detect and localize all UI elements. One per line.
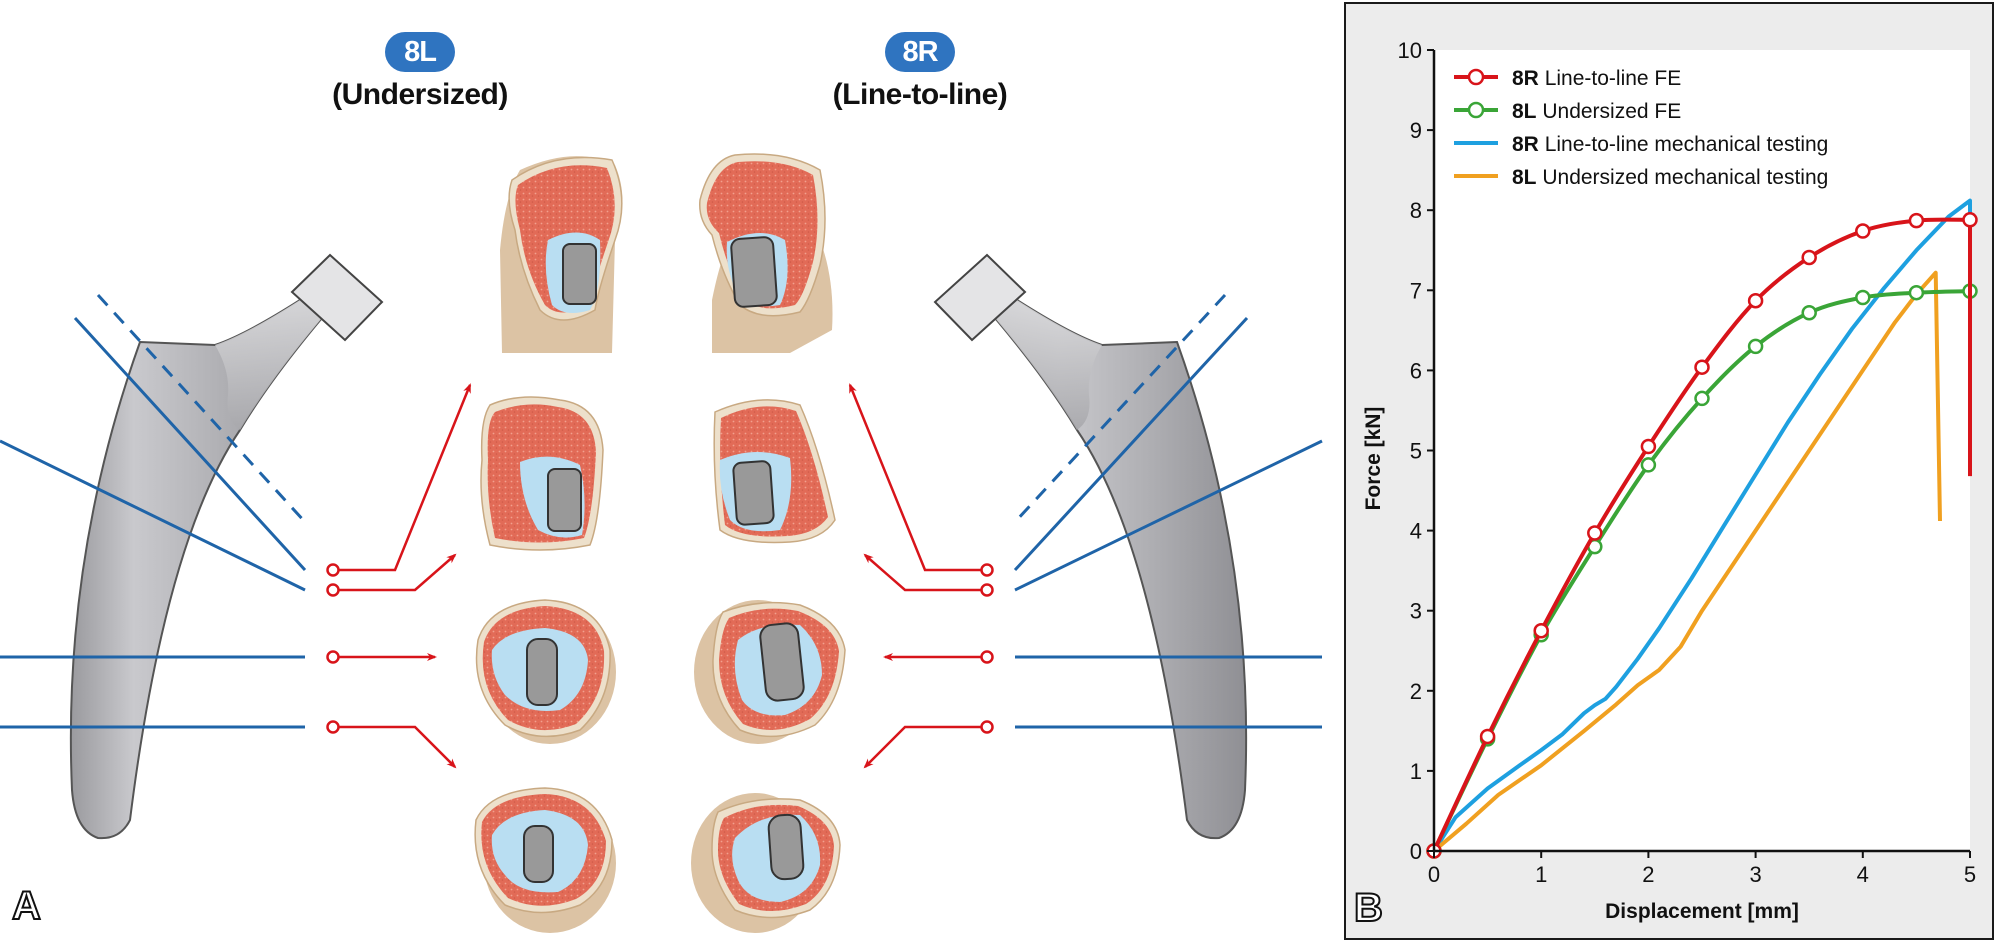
label-undersized: (Undersized) (332, 78, 508, 111)
series-line (1432, 198, 1972, 853)
series-3 (1432, 270, 1942, 853)
panel-b-chart: 0 1 2 3 4 5 6 7 8 9 10 0 1 2 3 4 5 8R Line-to-line FE 8L … (1344, 2, 1994, 940)
legend-item: 8R Line-to-line mechanical testing (1454, 133, 1828, 156)
y-tick-label: 2 (1410, 679, 1422, 704)
left-section-arrows (326, 383, 472, 769)
x-tick-label: 3 (1749, 862, 1761, 887)
y-tick-label: 8 (1410, 198, 1422, 223)
force-displacement-chart: 0 1 2 3 4 5 6 7 8 9 10 0 1 2 3 4 5 8R Line-to-line FE 8L … (1362, 38, 1978, 923)
legend-item: 8R Line-to-line FE (1454, 67, 1681, 90)
cross-section-8l-1 (500, 156, 623, 353)
data-point (1747, 292, 1764, 309)
cross-section-8r-3 (694, 600, 846, 744)
left-stem-taper (290, 253, 384, 342)
panel-letter-a: A (11, 883, 42, 929)
legend-item: 8L Undersized mechanical testing (1454, 166, 1828, 189)
data-point (1855, 223, 1871, 239)
cross-section-8l-2 (480, 396, 604, 551)
data-point (1908, 284, 1925, 301)
x-tick-label: 2 (1642, 862, 1654, 887)
y-tick-label: 10 (1398, 38, 1422, 63)
panel-letter-b: B (1353, 885, 1384, 931)
y-tick-label: 9 (1410, 118, 1422, 143)
legend-label: 8L Undersized FE (1512, 100, 1681, 123)
legend-marker (1467, 68, 1485, 86)
right-femoral-stem (933, 253, 1248, 840)
x-axis-label: Displacement [mm] (1605, 900, 1799, 923)
y-tick-label: 3 (1410, 599, 1422, 624)
badge-8r: 8R (885, 32, 955, 72)
series-0 (1426, 212, 1978, 859)
legend: 8R Line-to-line FE 8L Undersized FE 8R Lin… (1454, 67, 1828, 189)
data-point (1533, 622, 1549, 639)
data-point (1801, 304, 1817, 321)
x-tick-label: 0 (1428, 862, 1440, 887)
data-point (1479, 728, 1496, 745)
data-point (1694, 359, 1710, 375)
cross-section-8r-2 (713, 399, 836, 544)
x-tick-label: 1 (1535, 862, 1547, 887)
cross-section-8r-1 (699, 153, 833, 353)
y-tick-label: 1 (1410, 759, 1422, 784)
data-point (1587, 525, 1603, 541)
legend-label: 8R Line-to-line mechanical testing (1512, 133, 1828, 156)
legend-label: 8R Line-to-line FE (1512, 67, 1681, 90)
cross-section-8r-4 (691, 793, 841, 933)
y-tick-label: 6 (1410, 358, 1422, 383)
data-point (1801, 249, 1817, 266)
y-axis-label: Force [kN] (1362, 407, 1385, 511)
cross-section-8l-4 (474, 787, 616, 933)
legend-item: 8L Undersized FE (1454, 100, 1681, 123)
data-point (1640, 457, 1657, 473)
legend-marker (1467, 101, 1485, 119)
y-tick-label: 4 (1410, 519, 1422, 544)
x-tick-label: 5 (1964, 862, 1976, 887)
left-femoral-stem (69, 253, 384, 840)
data-point (1694, 390, 1710, 407)
data-point (1962, 212, 1978, 228)
right-stem-taper (933, 253, 1027, 342)
right-section-lines (1013, 293, 1323, 729)
right-section-arrows (848, 383, 994, 769)
data-point (1855, 289, 1871, 306)
series-line (1432, 270, 1942, 853)
series-2 (1432, 198, 1972, 853)
data-point (1640, 438, 1657, 455)
x-tick-label: 4 (1857, 862, 1869, 887)
label-line-to-line: (Line-to-line) (832, 78, 1008, 111)
y-tick-label: 5 (1410, 439, 1422, 464)
data-point (1747, 338, 1764, 355)
panel-a-diagram: 8L (Undersized) 8R (Line-to-line) (0, 32, 1323, 933)
badge-8l: 8L (385, 32, 455, 72)
legend-label: 8L Undersized mechanical testing (1512, 166, 1828, 189)
y-tick-label: 7 (1410, 278, 1422, 303)
left-section-lines (0, 293, 307, 729)
plot-area (1434, 50, 1970, 851)
y-tick-label: 0 (1410, 839, 1422, 864)
data-point (1908, 212, 1925, 229)
panel-a-illustration (0, 153, 1323, 933)
cross-section-8l-3 (475, 599, 616, 744)
